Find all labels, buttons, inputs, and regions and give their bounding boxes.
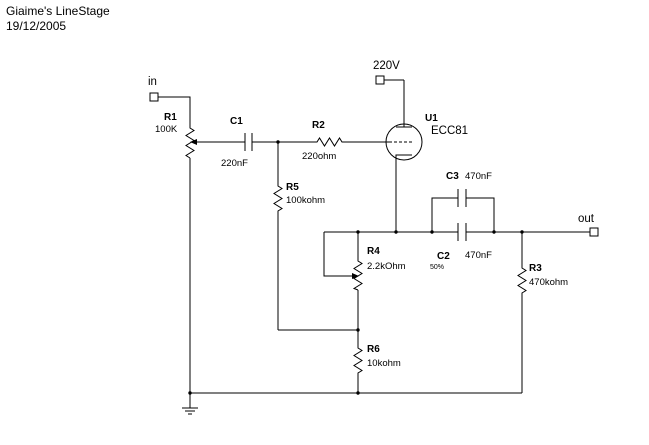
r4-setting: 50% xyxy=(430,264,444,271)
c2-ref: C2 xyxy=(437,251,450,262)
supply-port: 220V xyxy=(373,60,400,85)
ground-icon xyxy=(182,407,198,415)
r6-value: 10kohm xyxy=(367,358,401,369)
r1-value: 100K xyxy=(155,124,178,135)
r4-potentiometer: R4 2.2kOhm 50% xyxy=(352,246,444,291)
r5-value: 100kohm xyxy=(286,195,325,206)
r2-value: 220ohm xyxy=(302,151,336,162)
r1-ref: R1 xyxy=(164,112,177,123)
u1-ref: U1 xyxy=(425,113,438,124)
input-port: in xyxy=(148,76,159,102)
r6-ref: R6 xyxy=(367,344,380,355)
c2-capacitor: C2 470nF xyxy=(437,223,492,262)
output-port-label: out xyxy=(578,213,595,225)
r3-ref: R3 xyxy=(529,263,542,274)
r6-resistor: R6 10kohm xyxy=(353,344,401,375)
r5-resistor: R5 100kohm xyxy=(273,182,325,212)
r5-ref: R5 xyxy=(286,182,299,193)
supply-port-label: 220V xyxy=(373,60,400,72)
c1-capacitor: C1 220nF xyxy=(221,116,253,169)
schematic-title: Giaime's LineStage xyxy=(6,4,110,18)
c3-ref: C3 xyxy=(446,171,459,182)
c3-capacitor: C3 470nF xyxy=(446,171,492,207)
c1-value: 220nF xyxy=(221,158,248,169)
r3-value: 470kohm xyxy=(529,277,568,288)
c2-value: 470nF xyxy=(465,250,492,261)
r4-ref: R4 xyxy=(367,246,380,257)
schematic-date: 19/12/2005 xyxy=(6,19,67,33)
r1-potentiometer: R1 100K xyxy=(155,112,197,159)
u1-tube: U1 ECC81 xyxy=(385,113,468,161)
r3-resistor: R3 470kohm xyxy=(517,263,568,296)
r2-ref: R2 xyxy=(312,120,325,131)
c1-ref: C1 xyxy=(230,116,243,127)
junctions xyxy=(188,140,524,395)
output-port: out xyxy=(578,213,599,237)
r2-resistor: R2 220ohm xyxy=(302,120,345,162)
u1-value: ECC81 xyxy=(431,125,468,137)
c3-value: 470nF xyxy=(465,171,492,182)
r4-value: 2.2kOhm xyxy=(367,261,406,272)
input-port-label: in xyxy=(148,76,157,88)
